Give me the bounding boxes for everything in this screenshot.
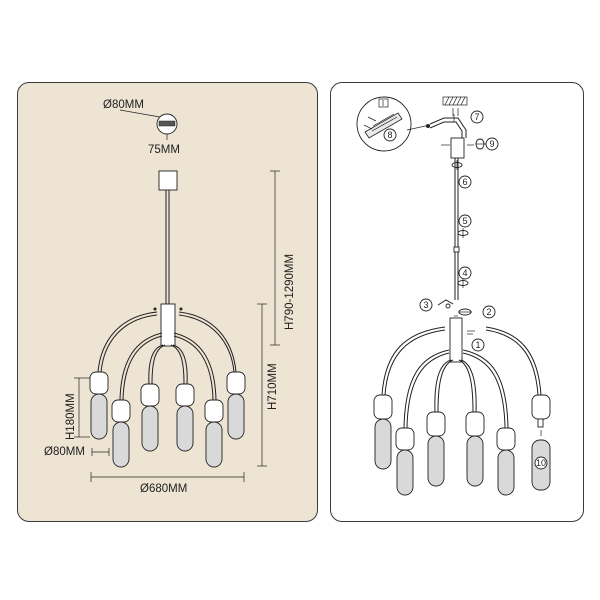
assembly-shade-2 xyxy=(395,427,415,496)
step-9: 9 xyxy=(485,137,499,151)
step-7: 7 xyxy=(470,110,484,124)
assembly-shade-5 xyxy=(496,427,516,496)
canopy-diameter-label: Ø80MM xyxy=(103,99,144,111)
step-5: 5 xyxy=(458,214,472,228)
step-callouts: 1 2 3 4 5 6 7 xyxy=(383,110,548,470)
shade-1 xyxy=(89,371,109,440)
svg-text:10: 10 xyxy=(536,458,546,468)
shade-diameter-label: Ø80MM xyxy=(44,446,85,458)
assembly-shade-3 xyxy=(426,411,446,487)
dimensions-panel xyxy=(17,82,318,522)
step-1: 1 xyxy=(471,338,485,352)
svg-text:5: 5 xyxy=(462,216,467,226)
central-hub xyxy=(160,303,176,347)
assembly-drawing: 1 2 3 4 5 6 7 xyxy=(356,96,551,496)
shade-4 xyxy=(175,383,195,452)
svg-text:9: 9 xyxy=(489,139,494,149)
shade-2 xyxy=(111,399,131,468)
assembly-shade-1 xyxy=(373,394,393,470)
overall-diameter-label: Ø680MM xyxy=(140,483,187,495)
svg-text:6: 6 xyxy=(462,177,467,187)
svg-text:3: 3 xyxy=(423,300,428,310)
fixture-height-label: H710MM xyxy=(267,363,279,410)
step-4: 4 xyxy=(458,266,472,280)
canopy xyxy=(158,170,178,191)
shade-6 xyxy=(226,371,246,440)
central-hub xyxy=(449,317,463,363)
dimension-drawing: Ø80MM 75MM xyxy=(44,99,296,495)
svg-text:1: 1 xyxy=(475,340,480,350)
svg-text:4: 4 xyxy=(462,268,467,278)
shade-height-label: H180MM xyxy=(65,393,77,440)
assembly-shade-6-open xyxy=(531,394,551,491)
svg-text:8: 8 xyxy=(387,130,392,140)
svg-text:7: 7 xyxy=(474,112,479,122)
bulb-socket-icon xyxy=(537,418,544,428)
canopy-height-label: 75MM xyxy=(148,144,180,156)
step-2: 2 xyxy=(482,305,496,319)
step-10: 10 xyxy=(534,456,548,470)
step-3: 3 xyxy=(419,298,433,312)
canopy xyxy=(450,137,465,159)
shade-3 xyxy=(140,383,160,452)
assembly-shade-4 xyxy=(465,411,485,487)
shade-5 xyxy=(204,399,224,468)
svg-text:2: 2 xyxy=(486,307,491,317)
step-6: 6 xyxy=(458,175,472,189)
step-8: 8 xyxy=(383,128,397,142)
total-height-label: H790-1290MM xyxy=(284,254,296,330)
